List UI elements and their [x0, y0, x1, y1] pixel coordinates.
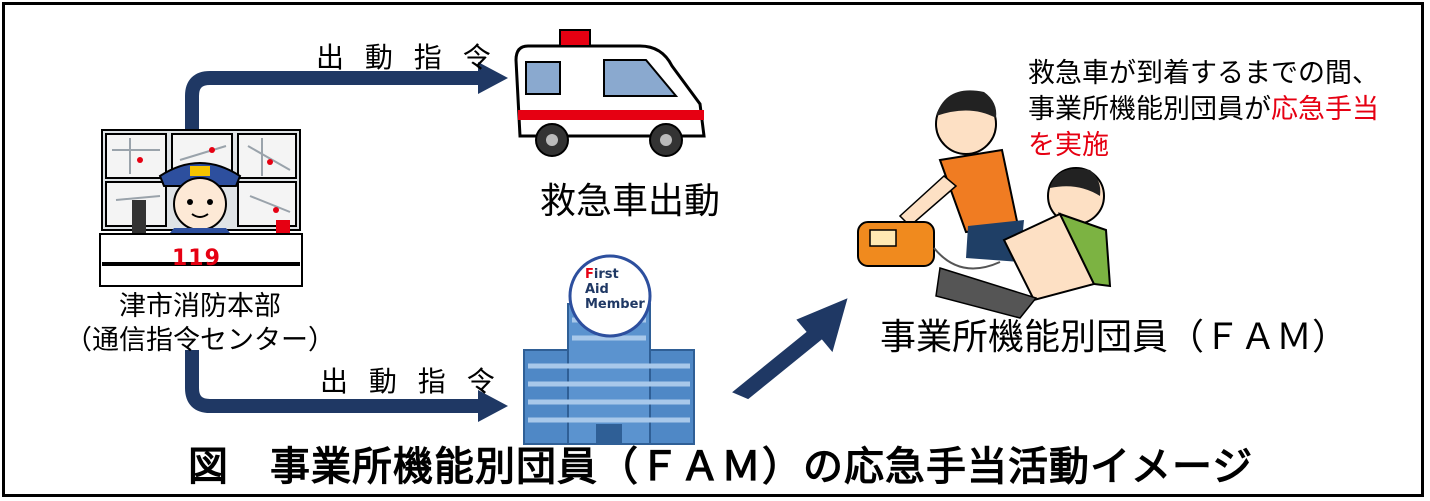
- hq-name-line2: （通信指令センター）: [65, 325, 335, 356]
- note-line2-highlight: 応急手当: [1271, 94, 1379, 125]
- note-line2-plain: 事業所機能別団員が: [1028, 94, 1271, 125]
- fam-building-illustration: [523, 254, 695, 445]
- diagonal-arrow: [732, 298, 848, 400]
- first-aid-scene-illustration: [857, 90, 1112, 319]
- dispatch-arrow-bottom: [185, 350, 508, 422]
- note-line1: 救急車が到着するまでの間、: [1028, 58, 1379, 89]
- dispatch-arrow-top: [185, 62, 508, 160]
- fam-badge-line2: Aid: [585, 282, 609, 297]
- hq-panel-number: 119: [172, 246, 221, 271]
- hq-name-line1: 津市消防本部: [119, 291, 281, 322]
- fam-badge-line3: Member: [585, 297, 645, 312]
- ambulance-caption: 救急車出動: [540, 181, 721, 222]
- fam-caption: 事業所機能別団員（ＦＡＭ）: [880, 317, 1349, 358]
- fam-badge-line1: First: [585, 267, 619, 282]
- hq-name: 津市消防本部 （通信指令センター）: [60, 290, 340, 358]
- note-text: 救急車が到着するまでの間、 事業所機能別団員が応急手当 を実施: [1028, 56, 1379, 164]
- figure-caption: 図 事業所機能別団員（ＦＡＭ）の応急手当活動イメージ: [188, 444, 1254, 490]
- dispatch-label-top: 出 動 指 令: [316, 41, 497, 74]
- note-line2: 事業所機能別団員が応急手当: [1028, 92, 1379, 128]
- ambulance-illustration: [514, 29, 706, 157]
- command-center-illustration: [99, 129, 303, 287]
- note-line3: を実施: [1028, 130, 1109, 161]
- dispatch-label-bottom: 出 動 指 令: [320, 365, 501, 398]
- fam-badge-text: First Aid Member: [585, 267, 645, 312]
